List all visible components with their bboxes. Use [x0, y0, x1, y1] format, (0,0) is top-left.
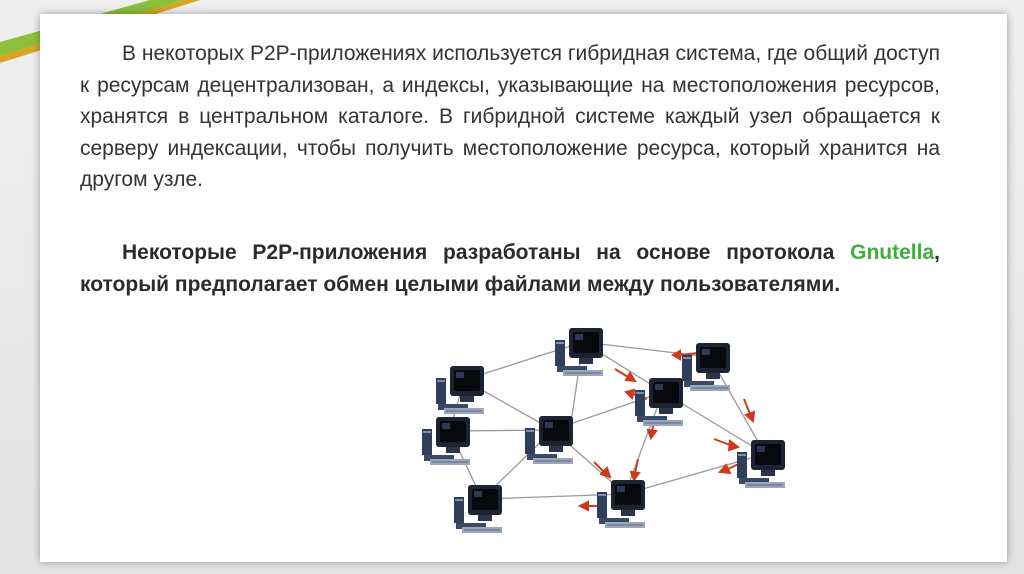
paragraph-gnutella-start: Некоторые P2P-приложения разработаны на …	[122, 241, 851, 264]
desktop-computer-icon	[634, 377, 684, 427]
desktop-computer-icon	[524, 415, 574, 465]
transfer-arrows	[577, 349, 756, 512]
gnutella-highlight: Gnutella	[850, 241, 935, 264]
p2p-network-diagram	[380, 299, 836, 554]
paragraph-gnutella-end: , который предполагает обмен целыми файл…	[80, 241, 940, 296]
desktop-computer-icon	[596, 479, 646, 529]
desktop-computer-icon	[736, 439, 786, 489]
desktop-computer-icon	[453, 484, 503, 534]
paragraph-gnutella: Некоторые P2P-приложения разработаны на …	[80, 237, 940, 300]
desktop-computer-icon	[435, 365, 485, 415]
paragraph-hybrid-system: В некоторых P2P-приложениях используется…	[80, 42, 940, 191]
desktop-computer-icon	[554, 327, 604, 377]
desktop-computer-icon	[681, 342, 731, 392]
